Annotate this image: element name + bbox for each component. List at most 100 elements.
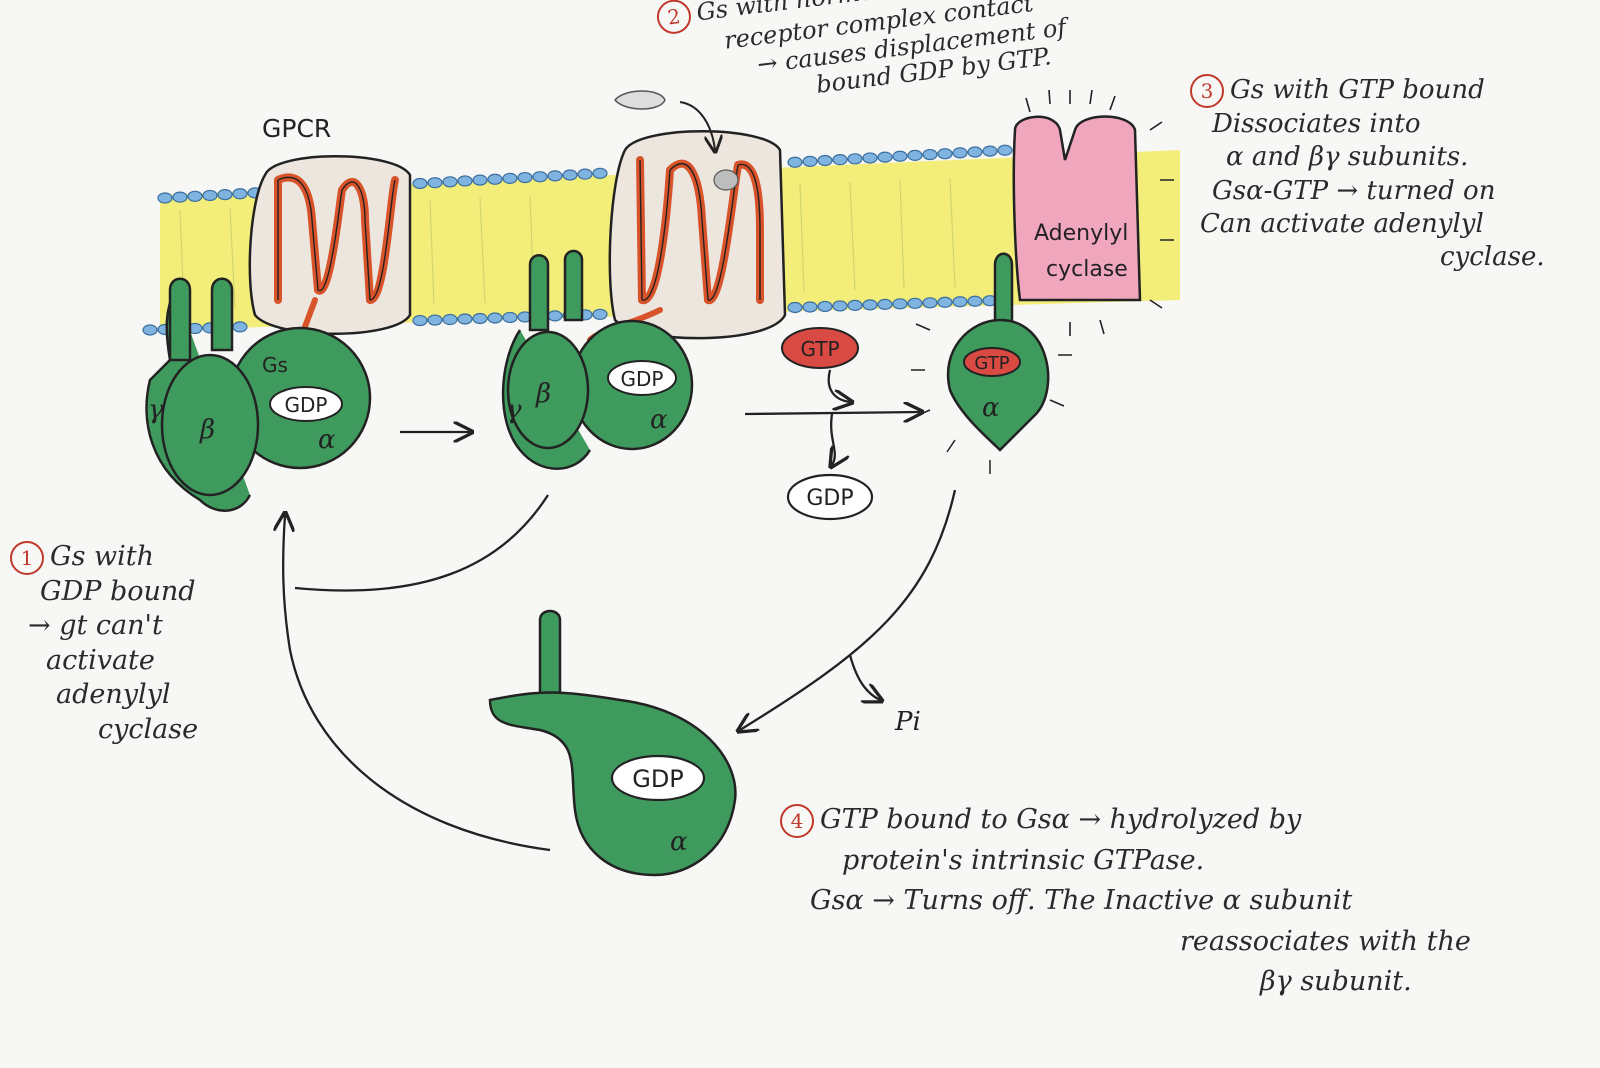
adenylyl-cyclase-label-1: Adenylyl <box>1034 221 1128 246</box>
step3-line-3: α and βγ subunits. <box>1226 142 1469 173</box>
gs-heterotrimer-1: β γ Gs GDP α <box>145 277 372 512</box>
lipid-head <box>202 189 218 202</box>
step3-line-5: Can activate adenylyl <box>1200 208 1484 239</box>
lipid-head <box>802 301 818 313</box>
lipid-head <box>217 188 233 201</box>
lipid-head <box>997 144 1013 156</box>
gdp-label: GDP <box>285 393 328 417</box>
gdp-label: GDP <box>632 765 684 793</box>
lipid-head <box>592 308 608 320</box>
step4-line-3: Gsα → Turns off. The Inactive α subunit <box>810 885 1353 916</box>
lipid-head <box>487 312 503 324</box>
lipid-head <box>862 299 878 311</box>
lipid-head <box>922 297 938 309</box>
arrow-return-merge <box>294 494 549 592</box>
gs-alpha-gtp-active: GTP α <box>911 252 1072 474</box>
lipid-head <box>562 169 578 181</box>
lipid-head <box>157 192 173 204</box>
lipid-head <box>232 321 248 333</box>
step4-line-4: reassociates with the <box>1180 925 1471 957</box>
cycle-arrows <box>283 369 957 852</box>
lipid-head <box>457 175 473 187</box>
lipid-head <box>172 191 188 203</box>
lipid-head <box>937 148 953 160</box>
gs-heterotrimer-2: β γ GDP α <box>501 249 694 470</box>
lipid-head <box>787 156 803 168</box>
gdp-badge <box>610 754 706 802</box>
beta-subunit <box>160 353 260 497</box>
lipid-head <box>487 173 503 185</box>
lipid-head <box>967 146 983 158</box>
step4-line-5: βγ subunit. <box>1260 966 1412 997</box>
lipid-head <box>907 297 923 309</box>
lipid-head <box>952 147 968 159</box>
arrow-step3-to-4 <box>740 489 957 730</box>
step3-line-1: Gs with GTP bound <box>1230 75 1485 105</box>
lipid-head <box>802 155 818 167</box>
gdp-badge <box>269 386 343 422</box>
lipid-head <box>412 177 428 190</box>
gdp-label: GDP <box>621 367 664 391</box>
adenylyl-cyclase: Adenylyl cyclase <box>1012 89 1174 336</box>
arrow-step2-to-3 <box>744 412 920 414</box>
step4-line-2: protein's intrinsic GTPase. <box>842 844 1205 876</box>
lipid-head <box>832 154 848 166</box>
arrow-step4-to-1 <box>283 515 551 852</box>
step3-line-2: Dissociates into <box>1212 109 1421 139</box>
lipid-head <box>877 298 893 310</box>
lipid-head <box>142 324 158 336</box>
step3-line-4: Gsα-GTP → turned on <box>1212 175 1496 206</box>
step3-line-6: cyclase. <box>1440 242 1545 273</box>
step4-line-1: GTP bound to Gsα → hydrolyzed by <box>820 804 1302 835</box>
lipid-head <box>817 300 833 313</box>
alpha-label: α <box>982 393 1000 423</box>
step1-line-5: adenylyl <box>56 679 171 711</box>
lipid-head <box>592 167 608 179</box>
hormone-bound <box>713 169 739 191</box>
lipid-head <box>232 188 248 200</box>
lipid-head <box>937 296 953 308</box>
gpcr-receptor-2 <box>587 90 787 343</box>
lipid-head <box>787 301 803 314</box>
gamma-label: γ <box>506 395 522 425</box>
arrow-gtp-in <box>827 369 850 402</box>
step4-number: 4 <box>780 803 814 838</box>
lipid-head <box>907 149 923 161</box>
step2-number: 2 <box>655 0 693 36</box>
arrow-pi-out <box>848 654 880 700</box>
lipid-head <box>187 190 203 202</box>
gtp-label: GTP <box>800 337 839 361</box>
alpha-label: α <box>670 827 688 857</box>
gs-alpha-gdp-inactive: GDP α <box>488 609 737 877</box>
lipid-head <box>547 310 563 322</box>
beta-subunit <box>506 330 590 450</box>
beta-label: β <box>535 379 551 409</box>
lipid-head <box>877 151 893 163</box>
lipid-head <box>892 298 908 310</box>
activation-rays <box>1025 89 1174 336</box>
step1-line-4: activate <box>46 644 155 676</box>
step1-line-6: cyclase <box>98 713 199 745</box>
step1-number: 1 <box>10 540 44 575</box>
lipid-head <box>817 154 833 167</box>
lipid-head <box>427 177 443 189</box>
gdp-badge <box>607 360 677 396</box>
step1-line-1: Gs with <box>50 541 154 572</box>
lipid-head <box>502 311 518 324</box>
lipid-head <box>952 296 968 308</box>
arrow-gdp-out <box>831 413 835 465</box>
lipid-heads-outer <box>157 144 1013 204</box>
step3-number: 3 <box>1190 74 1224 108</box>
lipid-head <box>427 314 443 326</box>
lipid-head <box>412 314 428 327</box>
gtp-incoming: GTP <box>781 327 859 369</box>
hormone-free <box>614 90 666 110</box>
gdp-released-label: GDP <box>806 486 853 511</box>
lipid-head <box>577 168 593 180</box>
step1-line-3: → gt can't <box>28 610 163 642</box>
